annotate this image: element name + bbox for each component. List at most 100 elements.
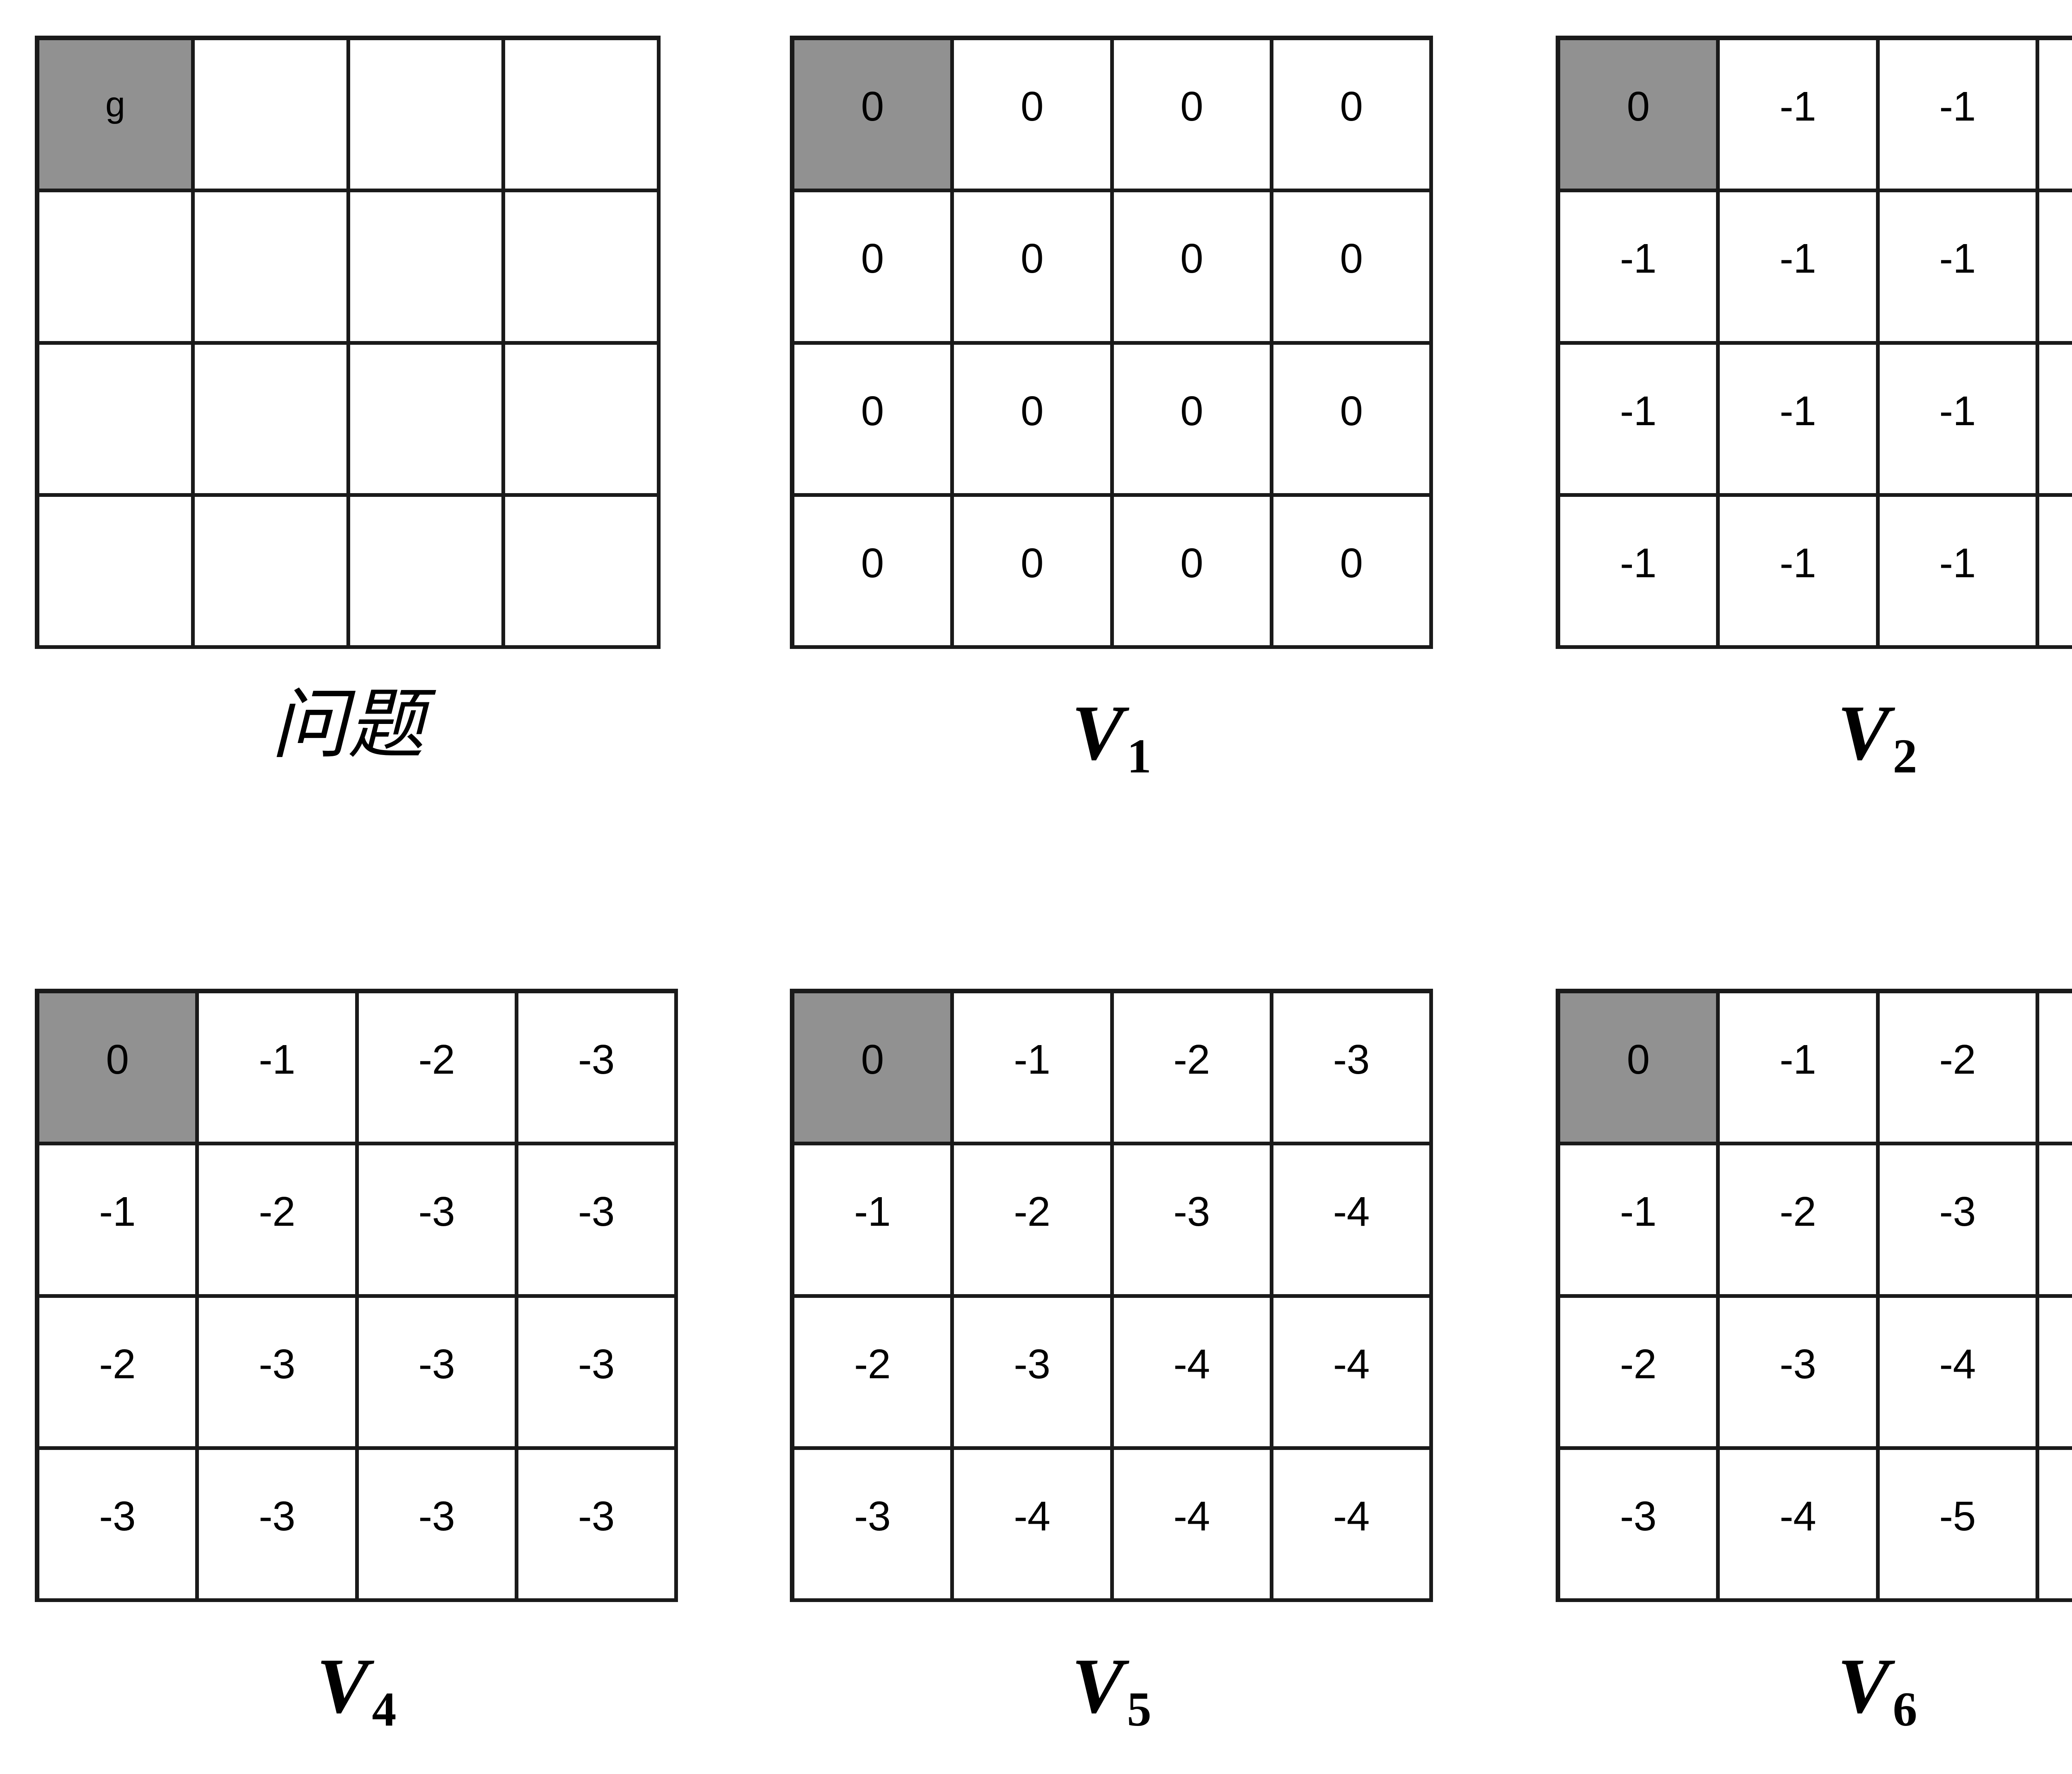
cell-value: -3 (1779, 1341, 1816, 1387)
cell-value: -1 (1014, 1036, 1051, 1083)
cell-value: -1 (1779, 1036, 1816, 1083)
grid-cell: 0 (1560, 993, 1720, 1146)
cell-value: 0 (861, 540, 884, 586)
grid-cell (194, 344, 350, 497)
grid-cell: -3 (358, 1145, 518, 1298)
grid-cell: -1 (2039, 344, 2072, 497)
cell-value: -1 (1939, 235, 1976, 282)
grid-cell: -1 (1560, 496, 1720, 649)
cell-value: 0 (1340, 235, 1363, 282)
caption-subscript: 6 (1893, 1682, 1917, 1736)
grid-cell (194, 40, 350, 193)
grid-v4: 0-1-2-3-1-2-3-3-2-3-3-3-3-3-3-3 (35, 989, 678, 1602)
cell-value: 0 (861, 235, 884, 282)
cell-value: -3 (1620, 1493, 1657, 1539)
cell-value: 0 (1180, 387, 1203, 434)
cell-value: -1 (1620, 235, 1657, 282)
grid-cell (350, 344, 506, 497)
grid-cell: 0 (1273, 40, 1433, 193)
grid-cell (505, 496, 661, 649)
caption-symbol: V (1071, 690, 1124, 777)
grid-cell: -3 (518, 993, 678, 1146)
grid-cell: -1 (1720, 40, 1880, 193)
cell-value: 0 (861, 1036, 884, 1083)
cell-value: -4 (1333, 1493, 1370, 1539)
grid-cell: -3 (39, 1450, 199, 1602)
cell-value: -1 (99, 1188, 136, 1235)
cell-value: -1 (1779, 83, 1816, 130)
grid-cell: -3 (794, 1450, 954, 1602)
cell-value: -2 (1173, 1036, 1210, 1083)
grid-cell (39, 192, 195, 345)
caption-subscript: 2 (1893, 729, 1917, 783)
grid-cell: -5 (2039, 1297, 2072, 1450)
grid-cell: -1 (1720, 496, 1880, 649)
cell-value: 0 (1627, 1036, 1650, 1083)
grid-cell: -1 (1879, 192, 2039, 345)
grid-cell: -2 (39, 1297, 199, 1450)
grid-cell: -1 (1879, 496, 2039, 649)
cell-value: -2 (1620, 1341, 1657, 1387)
cell-value: -1 (854, 1188, 891, 1235)
caption-subscript: 1 (1127, 729, 1152, 783)
cell-value: -2 (259, 1188, 295, 1235)
grid-cell: -3 (1560, 1450, 1720, 1602)
grid-cell: 0 (1113, 192, 1273, 345)
grid-cell: -2 (1560, 1297, 1720, 1450)
cell-value: -3 (1014, 1341, 1051, 1387)
cell-value: g (105, 85, 125, 124)
caption-symbol: V (1071, 1643, 1124, 1730)
cell-value: -1 (1939, 387, 1976, 434)
cell-value: -1 (1620, 387, 1657, 434)
grid-cell: -1 (1720, 993, 1880, 1146)
grid-cell: -1 (794, 1145, 954, 1298)
grid-cell: -1 (39, 1145, 199, 1298)
grid-cell: 0 (794, 993, 954, 1146)
cell-value: -4 (1014, 1493, 1051, 1539)
grid-cell: -5 (1879, 1450, 2039, 1602)
grid-cell: -3 (2039, 993, 2072, 1146)
grid-cell: -1 (1560, 192, 1720, 345)
grid-cell: -2 (954, 1145, 1114, 1298)
grid-cell (350, 40, 506, 193)
grid-cell: -3 (1113, 1145, 1273, 1298)
grid-cell: -1 (1879, 40, 2039, 193)
grid-cell: -1 (954, 993, 1114, 1146)
cell-value: -1 (1779, 387, 1816, 434)
grid-cell: -3 (518, 1297, 678, 1450)
cell-value: -3 (578, 1341, 615, 1387)
grid-cell: -1 (2039, 192, 2072, 345)
cell-value: -4 (1333, 1341, 1370, 1387)
cell-value: -1 (1779, 540, 1816, 586)
grid-cell: -4 (2039, 1145, 2072, 1298)
grid-cell (505, 344, 661, 497)
grid-cell (505, 192, 661, 345)
grid-cell (194, 496, 350, 649)
grid-cell: 0 (1273, 192, 1433, 345)
grid-cell: -3 (199, 1297, 359, 1450)
grid-cell: 0 (1113, 344, 1273, 497)
cell-value: -3 (99, 1493, 136, 1539)
grid-v5: 0-1-2-3-1-2-3-4-2-3-4-4-3-4-4-4 (790, 989, 1433, 1602)
grid-cell (350, 496, 506, 649)
cell-value: -2 (1779, 1188, 1816, 1235)
cell-value: 0 (106, 1036, 129, 1083)
panel-caption-problem: 问题 (271, 686, 424, 763)
grid-cell: -1 (2039, 496, 2072, 649)
cell-value: 0 (1627, 83, 1650, 130)
grid-cell: -4 (1720, 1450, 1880, 1602)
grid-cell: -3 (518, 1450, 678, 1602)
grid-cell (39, 496, 195, 649)
grid-cell (194, 192, 350, 345)
grid-cell: 0 (954, 344, 1114, 497)
grid-cell: -4 (1273, 1297, 1433, 1450)
cell-value: -3 (1333, 1036, 1370, 1083)
cell-value: -1 (1620, 540, 1657, 586)
caption-subscript: 4 (372, 1682, 397, 1736)
grid-cell: -1 (1560, 1145, 1720, 1298)
